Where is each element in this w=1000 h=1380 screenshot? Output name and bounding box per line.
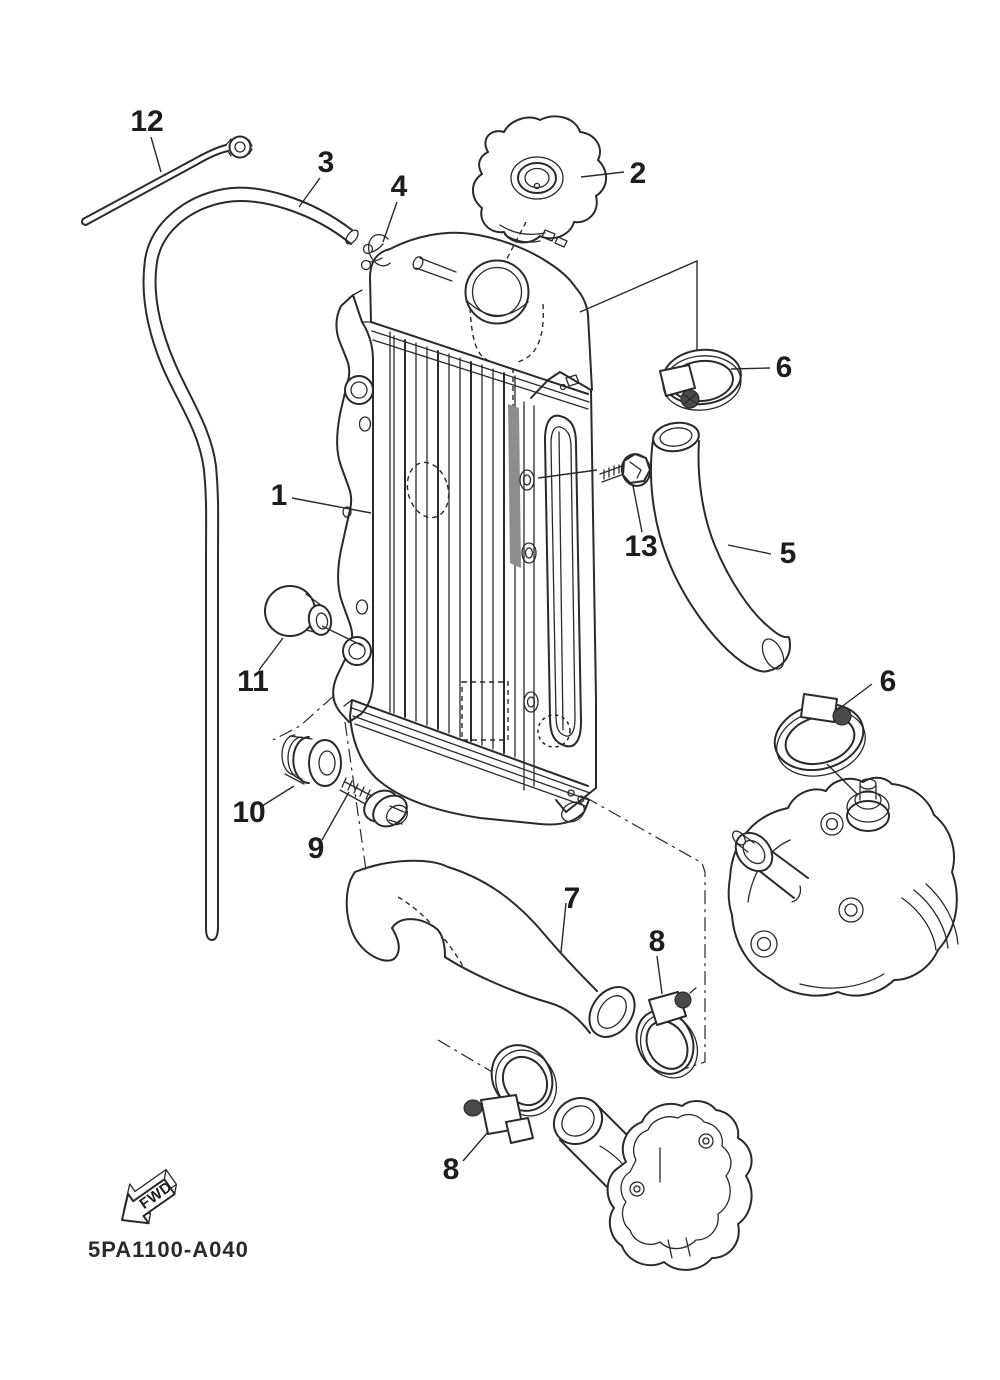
- part-10-damper: [281, 734, 342, 787]
- leader-lines: [150, 136, 873, 1162]
- callout-7: 7: [564, 882, 581, 915]
- callout-5: 5: [780, 537, 797, 570]
- callout-1: 1: [271, 479, 288, 512]
- part-1-radiator: [332, 229, 597, 826]
- radiator-core-fins: [393, 335, 516, 758]
- part-9-bolt: [339, 777, 409, 828]
- part-12-overflow-pipe: [81, 135, 253, 226]
- part-7-hose: [345, 859, 636, 1038]
- part-6-clamp-lower: [773, 693, 866, 777]
- callout-11: 11: [237, 665, 269, 698]
- fwd-arrow: FWD: [121, 1168, 178, 1225]
- part-11-grommet: [264, 585, 333, 637]
- water-pump-reference: [552, 1096, 753, 1271]
- callout-12: 12: [130, 105, 163, 138]
- callout-6-upper: 6: [776, 351, 793, 384]
- callout-6-lower: 6: [880, 665, 897, 698]
- callout-13: 13: [624, 530, 657, 563]
- part-6-clamp-upper: [659, 348, 742, 411]
- callout-labels: 12 3 4 2 6 1 13 5 6 11 10 9 7 8 8: [130, 105, 896, 1186]
- callout-8-left: 8: [443, 1153, 460, 1186]
- callout-3: 3: [318, 146, 335, 179]
- diagram-code: 5PA1100-A040: [88, 1237, 249, 1262]
- callout-9: 9: [308, 832, 325, 865]
- part-5-hose: [649, 421, 791, 673]
- callout-10: 10: [232, 796, 265, 829]
- part-8-clamp-left: [463, 1044, 557, 1144]
- callout-4: 4: [391, 170, 408, 203]
- cylinder-head-reference: [727, 776, 959, 997]
- part-8-clamp-right: [635, 987, 699, 1079]
- part-3-breather-hose: [142, 186, 359, 941]
- callout-8-right: 8: [649, 925, 666, 958]
- callout-2: 2: [630, 157, 647, 190]
- part-13-bolt: [599, 453, 652, 487]
- part-2-radiator-cap: [472, 115, 607, 277]
- part-4-clip: [360, 233, 391, 271]
